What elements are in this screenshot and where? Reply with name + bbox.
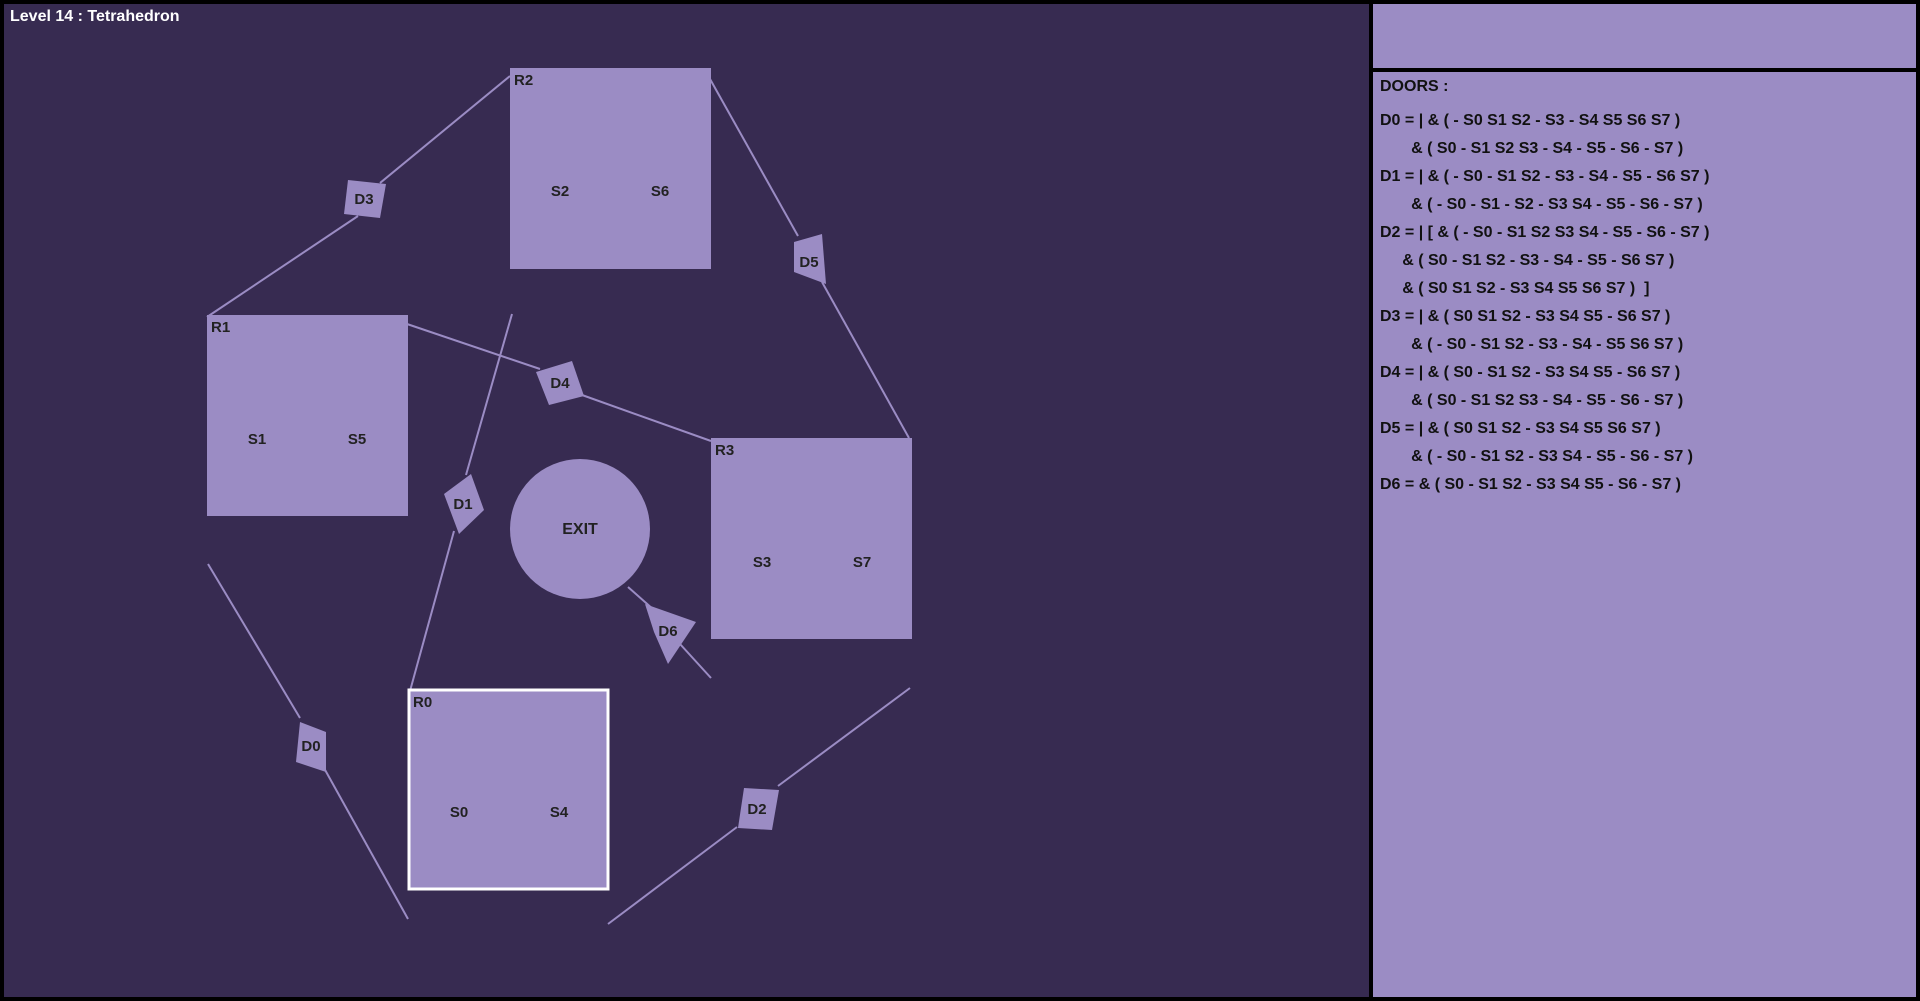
connector-line (379, 75, 511, 184)
slot-label: S5 (348, 431, 366, 448)
room-body-selected[interactable] (407, 688, 610, 891)
door-shape[interactable] (738, 788, 779, 830)
door-rule-line: D1 = | & ( - S0 - S1 S2 - S3 - S4 - S5 -… (1380, 168, 1710, 185)
doors-panel: DOORS : D0 = | & ( - S0 S1 S2 - S3 - S4 … (1373, 72, 1916, 997)
door-d0[interactable]: D0 (296, 722, 326, 772)
level-map[interactable]: R2 S2 S6 R1 S1 S5 R3 S3 S7 R0 S0 S4 (4, 4, 1369, 997)
door-rule-line: D2 = | [ & ( - S0 - S1 S2 S3 S4 - S5 - S… (1380, 224, 1710, 241)
slot-label: S4 (550, 804, 569, 821)
room-label: R2 (514, 72, 533, 89)
door-rule-line: D6 = & ( S0 - S1 S2 - S3 S4 S5 - S6 - S7… (1380, 476, 1682, 493)
slot-label: S2 (551, 183, 569, 200)
connector-line (607, 826, 738, 925)
room-body[interactable] (207, 315, 408, 516)
door-label: D3 (354, 191, 373, 208)
door-label: D1 (453, 496, 472, 513)
info-header-panel (1373, 4, 1916, 68)
door-d2[interactable]: D2 (738, 788, 779, 830)
room-r0[interactable]: R0 S0 S4 (407, 688, 610, 891)
door-rule-line: D5 = | & ( S0 S1 S2 - S3 S4 S5 S6 S7 ) (1380, 420, 1661, 437)
door-rule-line: & ( S0 - S1 S2 S3 - S4 - S5 - S6 - S7 ) (1380, 392, 1684, 409)
door-rule-line: D3 = | & ( S0 S1 S2 - S3 S4 S5 - S6 S7 ) (1380, 308, 1671, 325)
connector-line (581, 394, 712, 442)
door-rule-line: & ( S0 - S1 S2 S3 - S4 - S5 - S6 - S7 ) (1380, 140, 1684, 157)
door-d6[interactable]: D6 (645, 604, 696, 664)
door-d4[interactable]: D4 (536, 361, 584, 405)
door-rule-line: & ( - S0 - S1 S2 - S3 S4 - S5 - S6 - S7 … (1380, 448, 1693, 465)
door-rule-line: D0 = | & ( - S0 S1 S2 - S3 - S4 S5 S6 S7… (1380, 112, 1681, 129)
door-label: D4 (550, 375, 570, 392)
room-r3[interactable]: R3 S3 S7 (711, 438, 912, 639)
room-label: R1 (211, 319, 230, 336)
connector-line (777, 687, 911, 787)
slot-label: S3 (753, 554, 771, 571)
connector-line (465, 313, 513, 476)
room-r2[interactable]: R2 S2 S6 (510, 68, 711, 269)
connector-line (709, 78, 799, 237)
level-board[interactable]: Level 14 : Tetrahedron (4, 4, 1369, 997)
room-body[interactable] (510, 68, 711, 269)
exit-circle[interactable] (510, 459, 650, 599)
door-rule-line: D4 = | & ( S0 - S1 S2 - S3 S4 S5 - S6 S7… (1380, 364, 1681, 381)
door-label: D2 (747, 801, 766, 818)
door-rule-line: & ( - S0 - S1 - S2 - S3 S4 - S5 - S6 - S… (1380, 196, 1703, 213)
connector-lines (206, 75, 911, 925)
door-shape[interactable] (794, 234, 826, 284)
door-d1[interactable]: D1 (444, 474, 484, 534)
door-shape[interactable] (296, 722, 326, 772)
exit-node[interactable]: EXIT (510, 459, 650, 599)
room-label: R0 (413, 694, 432, 711)
connector-line (409, 530, 455, 692)
doors-heading: DOORS : (1380, 78, 1449, 95)
door-label: D5 (799, 254, 818, 271)
level-title: Level 14 : Tetrahedron (10, 8, 180, 25)
door-d5[interactable]: D5 (794, 234, 826, 284)
door-d3[interactable]: D3 (344, 180, 386, 218)
connector-line (406, 323, 541, 370)
connector-line (323, 767, 409, 920)
door-rule-line: & ( S0 - S1 S2 - S3 - S4 - S5 - S6 S7 ) (1380, 252, 1675, 269)
slot-label: S6 (651, 183, 669, 200)
door-shape[interactable] (536, 361, 584, 405)
room-body[interactable] (711, 438, 912, 639)
door-label: D0 (301, 738, 320, 755)
door-rule-line: & ( - S0 - S1 S2 - S3 - S4 - S5 S6 S7 ) (1380, 336, 1684, 353)
door-label: D6 (658, 623, 677, 640)
slot-label: S0 (450, 804, 468, 821)
room-label: R3 (715, 442, 734, 459)
door-shape[interactable] (645, 604, 696, 664)
exit-label: EXIT (562, 521, 598, 538)
connector-line (679, 643, 712, 679)
slot-label: S7 (853, 554, 871, 571)
connector-line (207, 563, 301, 719)
door-shape[interactable] (344, 180, 386, 218)
door-shape[interactable] (444, 474, 484, 534)
connector-line (821, 281, 910, 439)
room-r1[interactable]: R1 S1 S5 (207, 315, 408, 516)
connector-line (206, 215, 359, 318)
slot-label: S1 (248, 431, 266, 448)
door-rule-line: & ( S0 S1 S2 - S3 S4 S5 S6 S7 ) ] (1380, 280, 1650, 297)
